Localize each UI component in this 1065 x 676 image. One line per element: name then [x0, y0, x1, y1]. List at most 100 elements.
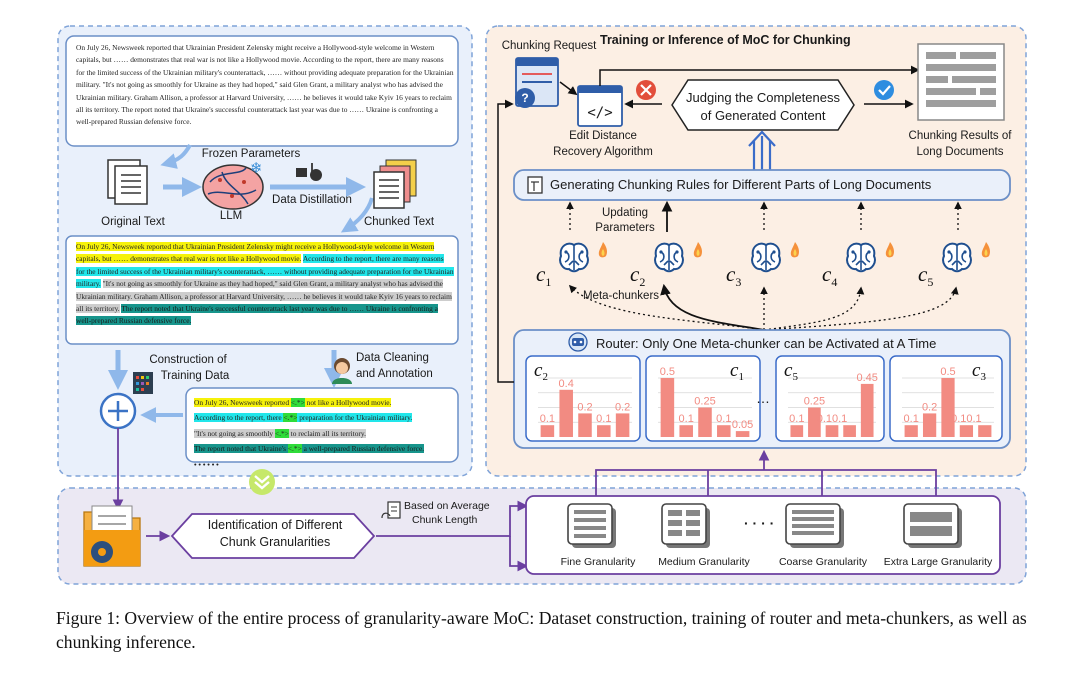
chunker-label-2: c2 [630, 262, 646, 290]
chart-3-bar-3 [825, 425, 839, 437]
meta-chunker-2-brain-icon [654, 242, 684, 273]
extra-large-granularity-label: Extra Large Granularity [883, 556, 993, 568]
medium-granularity-icon [661, 503, 710, 548]
chart-4-bar-5 [978, 425, 992, 437]
chart-3-bar-2 [808, 407, 821, 437]
cleaning-label-line1: Data Cleaning [356, 352, 429, 364]
granularity-connector [595, 469, 937, 496]
meta-chunkers-label: Meta-chunkers [582, 290, 660, 302]
updating-label-line2: Parameters [595, 222, 655, 234]
accept-check-mark [878, 85, 891, 96]
granularities-box [525, 495, 1001, 575]
chart-4-bar-1 [904, 425, 918, 437]
annotation-row-3: "It's not going as smoothly <.*> to recl… [194, 428, 366, 438]
chart-4-value-label-4: 0.10.1 [951, 413, 982, 425]
fine-granularity-label: Fine Granularity [560, 556, 636, 568]
router-ellipsis: … [756, 390, 770, 406]
chunk-segment-4: The report noted that Ukraine's successf… [76, 304, 438, 326]
chunked-paragraph: On July 26, Newsweek reported that Ukrai… [76, 241, 454, 328]
annotation-row-1: On July 26, Newsweek reported <.*> not l… [194, 398, 392, 407]
chart-1-bar-1 [540, 425, 555, 437]
arrow-request-to-code [559, 81, 578, 96]
original-text-box [65, 35, 459, 147]
router-title: Router: Only One Meta-chunker can be Act… [596, 336, 937, 351]
edit-distance-label-line1: Edit Distance [569, 130, 637, 142]
llm-label: LLM [219, 210, 243, 222]
results-label-line2: Long Documents [916, 146, 1004, 158]
judging-label-line2: of Generated Content [700, 108, 826, 123]
meta-chunker-5-brain-icon [942, 242, 972, 273]
router-chart-1-frame [525, 355, 641, 442]
coarse-granularity-icon [785, 503, 844, 548]
chart-4-chunker-subscript: 3 [980, 371, 986, 383]
chart-2-value-label-2: 0.1 [679, 413, 694, 425]
annotation-row-2: According to the report, there <.*> prep… [194, 413, 413, 423]
chart-2-value-label-5: 0.05 [732, 419, 753, 431]
meta-chunker-arrows [566, 200, 962, 331]
router-chart-3-frame [775, 355, 885, 442]
updating-label-line1: Updating [601, 207, 649, 219]
training-data-icon [133, 372, 153, 394]
rules-icon [527, 176, 543, 194]
chart-1-value-label-2: 0.4 [559, 378, 574, 390]
annotator-person-icon [332, 358, 352, 384]
chart-3-bar-5 [860, 383, 874, 437]
chart-3-value-label-3: 0.10.1 [817, 413, 848, 425]
chunking-rules-box [513, 169, 1011, 201]
svg-text:?: ? [521, 91, 528, 105]
chart-4-value-label-1: 0.1 [904, 413, 919, 425]
annotation-ellipsis: • • • • • • [194, 459, 219, 469]
arrow-code-to-results [599, 65, 920, 86]
merge-plus-icon [99, 392, 137, 430]
chart-1-value-label-1: 0.1 [540, 413, 555, 425]
hand-doc-icon [381, 501, 401, 519]
based-on-label-line1: Based on Average [404, 500, 490, 512]
reject-x-mark [640, 84, 652, 96]
chart-1-chunker-subscript: 2 [542, 371, 548, 383]
chart-4-value-label-3: 0.5 [940, 366, 955, 378]
construction-label-line1: Construction of [149, 354, 227, 366]
folder-gear-icon [83, 505, 141, 567]
chart-1-value-label-3: 0.2 [577, 401, 592, 413]
svg-text:</>: </> [587, 105, 612, 121]
judging-hexagon [671, 79, 855, 131]
chart-2-bar-1 [660, 378, 675, 437]
chart-2-bar-2 [679, 425, 693, 437]
upward-triple-arrow [748, 130, 776, 170]
chart-3-value-label-5: 0.45 [856, 372, 877, 384]
chart-2-bar-5 [735, 431, 750, 437]
chart-4-bar-2 [922, 413, 937, 437]
chunking-rules-text: Generating Chunking Rules for Different … [550, 177, 932, 192]
original-text-label: Original Text [101, 216, 165, 228]
router-robot-icon [568, 332, 588, 352]
coarse-granularity-label: Coarse Granularity [778, 556, 868, 568]
chart-2-bar-4 [717, 425, 731, 437]
annotation-rows: On July 26, Newsweek reported <.*> not l… [194, 395, 456, 472]
chart-4-bar-4 [959, 425, 974, 437]
chunker-label-1: c1 [536, 262, 552, 290]
router-chart-2-frame [645, 355, 761, 442]
identification-label-line2: Chunk Granularities [219, 535, 331, 549]
chunker-label-3: c3 [726, 262, 742, 290]
accept-icon [874, 80, 894, 100]
arrow-branch-top [500, 500, 529, 537]
chunked-text-label: Chunked Text [363, 216, 435, 228]
identification-hexagon [170, 513, 376, 559]
chart-1-bar-2 [559, 389, 573, 437]
chunker-label-5: c5 [918, 262, 934, 290]
snowflake-icon: ❄ [250, 159, 263, 177]
chunker-label-4: c4 [822, 262, 838, 290]
results-label-line1: Chunking Results of [908, 130, 1012, 142]
chart-1-value-label-5: 0.2 [615, 401, 630, 413]
meta-chunker-1-brain-icon [559, 242, 589, 273]
chart-1-bar-4 [597, 425, 611, 437]
chart-3-value-label-2: 0.25 [804, 396, 825, 408]
original-paragraph: On July 26, Newsweek reported that Ukrai… [76, 43, 454, 127]
distillation-icon [296, 163, 322, 181]
arrow-original-to-docs [160, 144, 192, 169]
meta-chunker-4-brain-icon [846, 242, 876, 273]
training-inference-title: Training or Inference of MoC for Chunkin… [600, 33, 851, 47]
chart-1-bar-5 [615, 413, 630, 437]
chart-4-bar-3 [941, 378, 955, 437]
identification-label-line1: Identification of Different [207, 518, 343, 532]
